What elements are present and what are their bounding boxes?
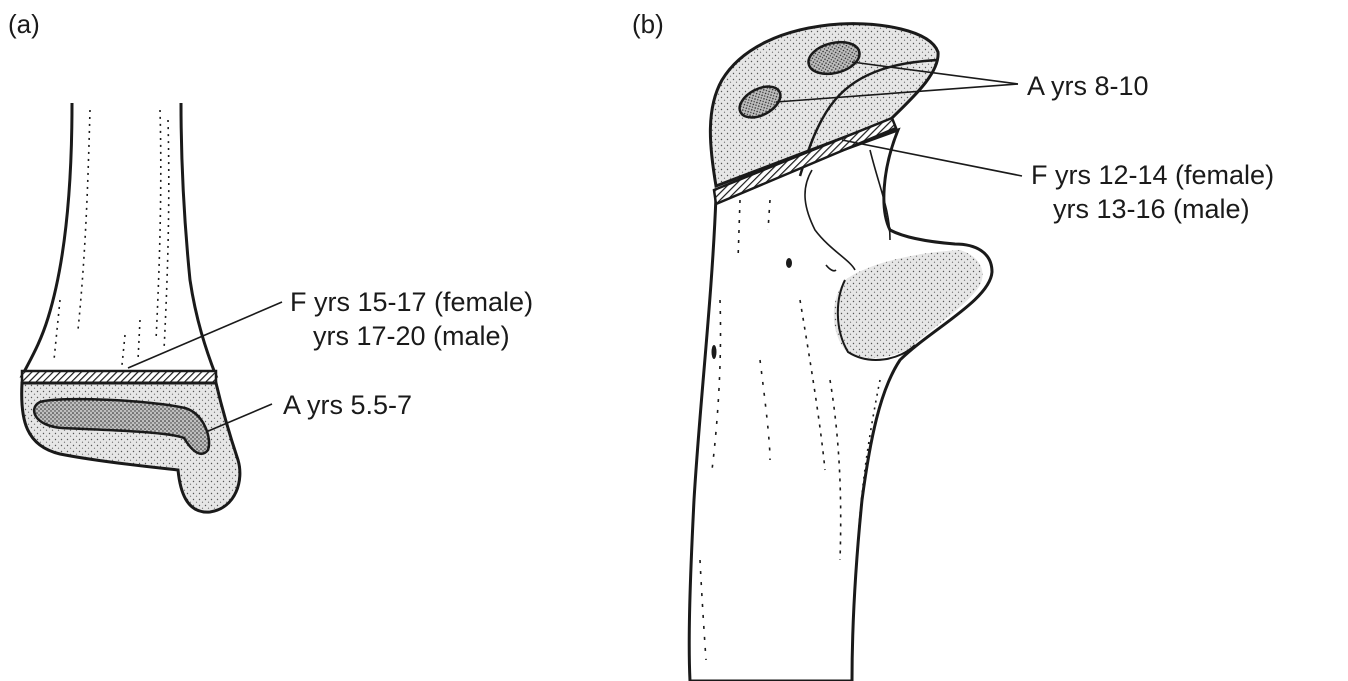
panel-a-fusion-label-line-1: F yrs 15-17 (female): [290, 286, 533, 318]
panel-b-mark: [712, 345, 717, 359]
panel-a-fusion-label-line-2: yrs 17-20 (male): [313, 320, 510, 352]
panel-b-tag: (b): [632, 8, 664, 40]
panel-a-appearance-label: A yrs 5.5-7: [283, 389, 412, 421]
panel-b-bone: [689, 24, 992, 681]
panel-b-fusion-label-line-2: yrs 13-16 (male): [1053, 193, 1250, 225]
panel-b-shaft: [689, 130, 992, 681]
panel-b-appearance-label: A yrs 8-10: [1027, 70, 1149, 102]
panel-a-tag: (a): [8, 8, 40, 40]
panel-a-bone: [22, 103, 240, 512]
panel-b-foramen: [786, 258, 792, 268]
panel-b-fusion-label-line-1: F yrs 12-14 (female): [1031, 159, 1274, 191]
panel-a-growth-plate: [22, 371, 216, 383]
panel-a-shaft: [22, 103, 216, 376]
